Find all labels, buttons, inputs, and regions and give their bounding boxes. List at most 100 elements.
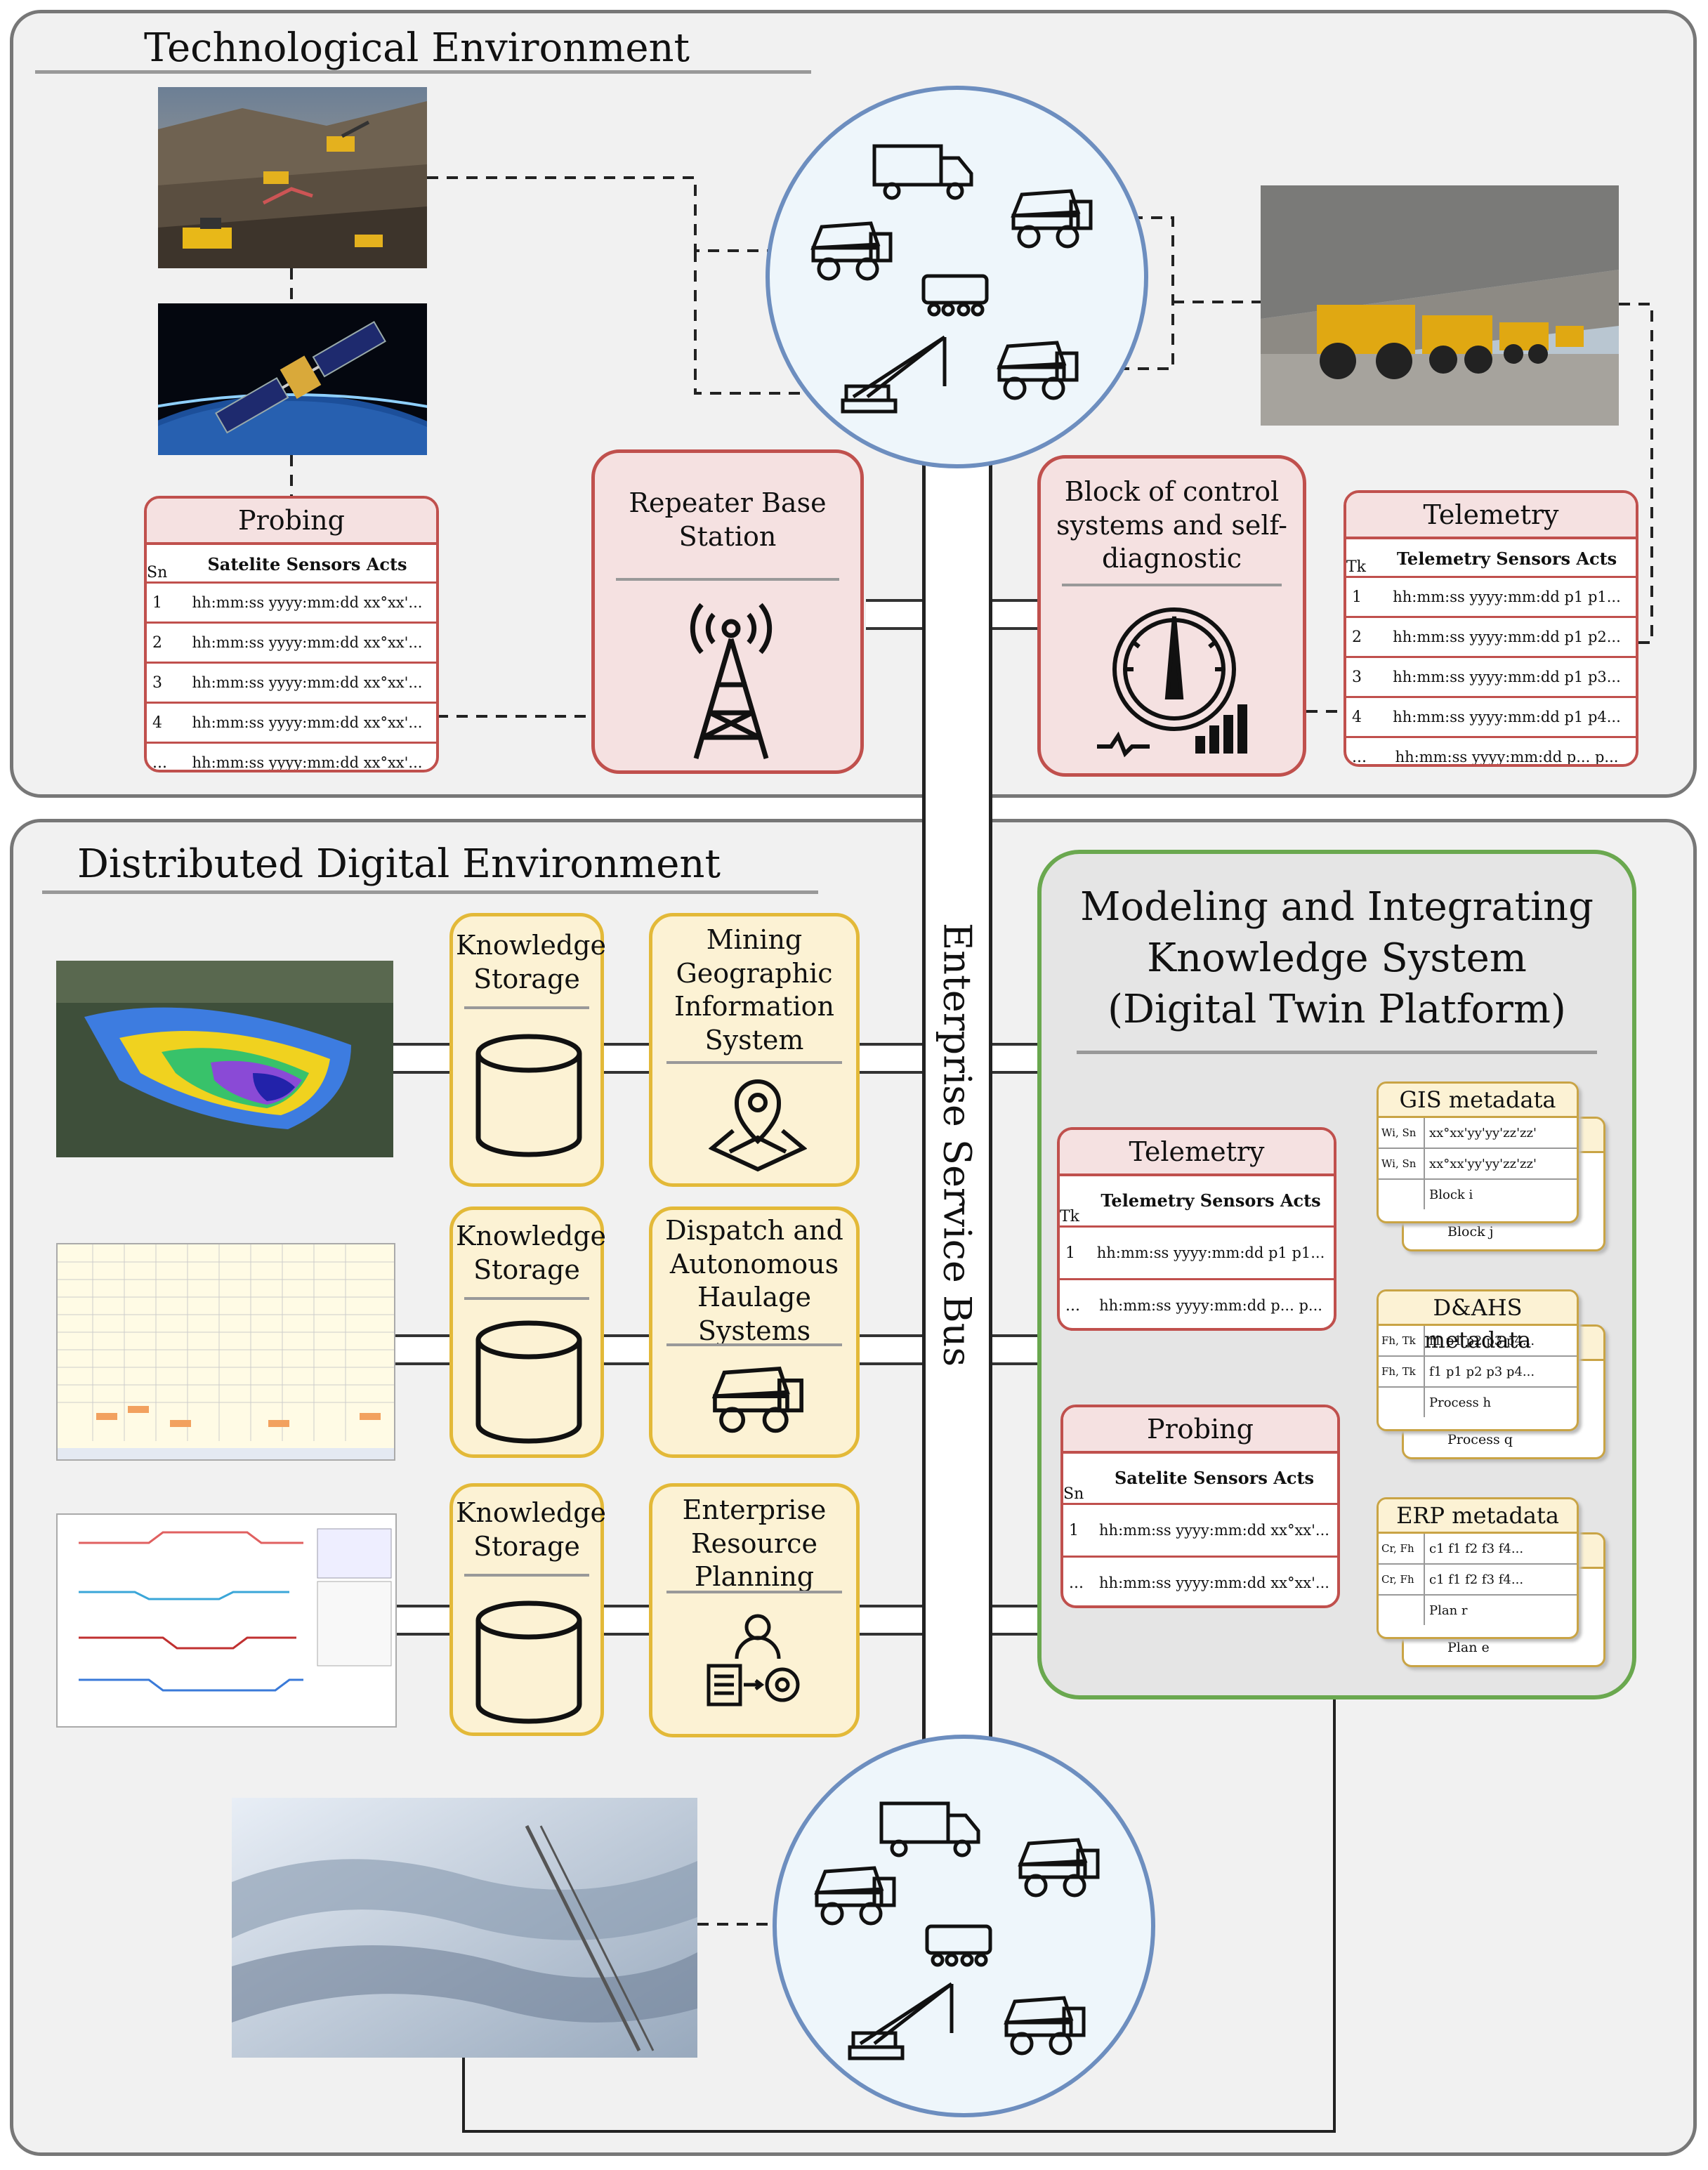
database-icon bbox=[475, 1034, 582, 1157]
row-index: ... bbox=[152, 754, 167, 772]
storage-rule bbox=[464, 1006, 589, 1009]
knowledge-storage-title: Knowledge Storage bbox=[456, 930, 607, 994]
metadata-value: c1 f1 f2 f3 f4... bbox=[1429, 1572, 1524, 1587]
manager-gear-icon bbox=[707, 1614, 800, 1707]
metadata-row: Cr, Fh c1 f1 f2 f3 f4... bbox=[1379, 1563, 1577, 1594]
tech-env-title: Technological Environment bbox=[144, 25, 690, 71]
platform-title: Modeling and Integrating Knowledge Syste… bbox=[1080, 884, 1594, 1032]
row-value: hh:mm:ss yyyy:mm:dd xx°xx'... bbox=[192, 674, 423, 691]
metadata-key: Cr, Fh bbox=[1379, 1565, 1425, 1594]
metadata-key: Fh, Tk bbox=[1379, 1326, 1425, 1355]
platform-probing-column: Satelite Sensors Acts bbox=[1114, 1468, 1315, 1488]
table-row: ...hh:mm:ss yyyy:mm:dd p... p... bbox=[1346, 736, 1636, 765]
platform-telemetry-column: Telemetry Sensors Acts bbox=[1101, 1190, 1321, 1211]
dahs-rule bbox=[666, 1343, 842, 1346]
connector-erp-row-mid bbox=[604, 1605, 650, 1636]
metadata-row: Process h bbox=[1379, 1386, 1577, 1417]
repeater-base-station-box: Repeater Base Station bbox=[591, 449, 864, 774]
bus-label-text: Enterprise Service Bus bbox=[935, 923, 980, 1367]
connector-gis-row-mid bbox=[604, 1043, 650, 1074]
platform-probing-title: Probing bbox=[1063, 1407, 1337, 1454]
metadata-key bbox=[1379, 1596, 1425, 1625]
metadata-value: f1 p1 p2 p3 p4... bbox=[1429, 1364, 1535, 1379]
repeater-rule bbox=[616, 578, 839, 581]
row-value: hh:mm:ss yyyy:mm:dd xx°xx'... bbox=[1099, 1574, 1329, 1591]
dump-truck-icon bbox=[1004, 1996, 1086, 2056]
row-value: hh:mm:ss yyyy:mm:dd p... p... bbox=[1395, 749, 1619, 765]
row-index: ... bbox=[1069, 1574, 1084, 1592]
row-value: hh:mm:ss yyyy:mm:dd p... p... bbox=[1099, 1297, 1322, 1314]
table-row: ... hh:mm:ss yyyy:mm:dd xx°xx'... bbox=[1063, 1556, 1337, 1605]
knowledge-storage-gis: Knowledge Storage bbox=[449, 913, 607, 1187]
metadata-row: Block i bbox=[1379, 1178, 1577, 1209]
metadata-key: Fh, Tk bbox=[1379, 1357, 1425, 1386]
connector-erp-row-right bbox=[859, 1605, 922, 1636]
digital-env-title: Distributed Digital Environment bbox=[77, 841, 721, 887]
dump-truck-icon bbox=[810, 221, 893, 281]
truck-icon bbox=[872, 144, 973, 200]
row-value: hh:mm:ss yyyy:mm:dd xx°xx'... bbox=[192, 634, 423, 651]
erp-title: Enterprise Resource Planning bbox=[682, 1494, 827, 1592]
row-value: hh:mm:ss yyyy:mm:dd p1 p1... bbox=[1096, 1244, 1325, 1261]
metadata-key: Wi, Sn bbox=[1379, 1149, 1425, 1178]
connector-dahs-row-mid bbox=[604, 1334, 650, 1365]
connector-bus-platform-1 bbox=[992, 1043, 1037, 1074]
excavator-photo bbox=[158, 87, 427, 268]
metadata-title: GIS metadata bbox=[1379, 1084, 1577, 1118]
metadata-row: Plan r bbox=[1379, 1594, 1577, 1625]
row-index: 1 bbox=[1069, 1521, 1079, 1539]
metadata-key: Wi, Sn bbox=[1379, 1118, 1425, 1148]
metadata-back-label: Block j bbox=[1447, 1224, 1494, 1239]
storage-rule bbox=[464, 1297, 589, 1300]
row-index: 3 bbox=[1352, 668, 1362, 686]
storage-rule bbox=[464, 1574, 589, 1577]
satellite-photo bbox=[158, 303, 427, 455]
dispatch-ahs-title: Dispatch and Autonomous Haulage Systems bbox=[665, 1215, 843, 1346]
platform-probing-prefix: Sn bbox=[1063, 1485, 1084, 1503]
platform-rule bbox=[1077, 1051, 1597, 1054]
knowledge-storage-title: Knowledge Storage bbox=[456, 1221, 607, 1285]
tech-env-rule bbox=[35, 70, 811, 74]
row-index: 4 bbox=[1352, 708, 1362, 726]
metadata-key bbox=[1379, 1180, 1425, 1209]
telemetry-column: Telemetry Sensors Acts bbox=[1396, 548, 1617, 569]
metadata-key bbox=[1379, 1388, 1425, 1417]
row-value: hh:mm:ss yyyy:mm:dd p1 p2... bbox=[1393, 629, 1621, 645]
metadata-back-label: Process q bbox=[1447, 1432, 1513, 1447]
rail-car-icon bbox=[921, 274, 989, 317]
platform-probing-table: Probing Sn Satelite Sensors Acts 1 hh:mm:… bbox=[1060, 1405, 1340, 1608]
erp-charts-image bbox=[56, 1513, 397, 1728]
database-icon bbox=[475, 1600, 582, 1724]
telemetry-title: Telemetry bbox=[1346, 493, 1636, 539]
gis-3d-pit-model-image bbox=[56, 961, 393, 1157]
metadata-value: Process h bbox=[1429, 1395, 1492, 1410]
dispatch-spreadsheet-image bbox=[56, 1243, 395, 1461]
metadata-row: Fh, Tk f1 p1 p2 p3 p4... bbox=[1379, 1355, 1577, 1386]
control-title: Block of control systems and self-diagno… bbox=[1056, 476, 1288, 574]
knowledge-storage-title: Knowledge Storage bbox=[456, 1497, 607, 1562]
dump-truck-icon bbox=[1011, 189, 1093, 249]
platform-telemetry-title: Telemetry bbox=[1060, 1130, 1334, 1176]
row-value: hh:mm:ss yyyy:mm:dd xx°xx'... bbox=[1099, 1522, 1329, 1539]
connector-gis-row-right bbox=[859, 1043, 922, 1074]
database-icon bbox=[475, 1320, 582, 1444]
metadata-title: ERP metadata bbox=[1379, 1499, 1577, 1534]
connector-dahs-row-right bbox=[859, 1334, 922, 1365]
